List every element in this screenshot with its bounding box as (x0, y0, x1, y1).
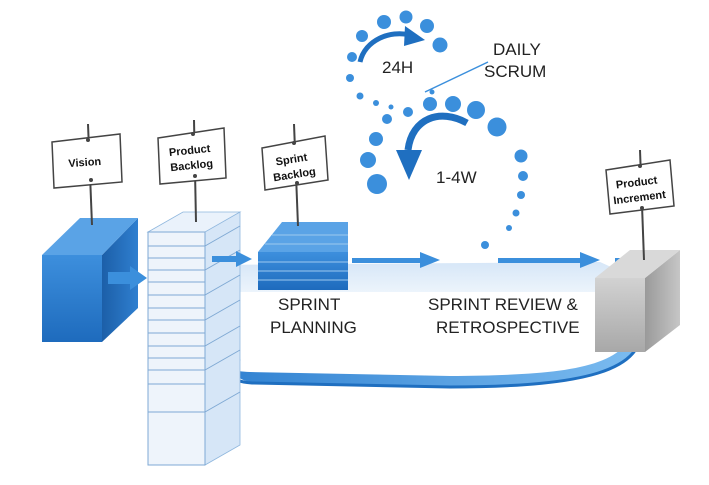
sprint-backlog-sign-line1: Sprint (275, 152, 309, 169)
daily-scrum-label-line1: DAILY (493, 40, 541, 59)
sprint-planning-label-line1: SPRINT (278, 295, 340, 314)
cycle-24h-label: 24H (382, 58, 413, 77)
sprint-cycle-dots (360, 96, 528, 249)
daily-scrum-cycle-arrow (357, 26, 425, 63)
sprint-review-label-line2: RETROSPECTIVE (436, 318, 580, 337)
daily-scrum-cycle-dots (346, 10, 448, 110)
vision-to-backlog-arrow (108, 266, 147, 290)
product-backlog-stack (146, 211, 242, 466)
sprint-backlog-sign: Sprint Backlog (261, 123, 329, 227)
product-increment-box (595, 250, 680, 352)
product-backlog-sign: Product Backlog (157, 119, 227, 223)
sprint-review-label-line1: SPRINT REVIEW & (428, 295, 579, 314)
product-increment-sign: Product Increment (605, 149, 675, 261)
sprint-planning-label-line2: PLANNING (270, 318, 357, 337)
vision-sign-label: Vision (68, 156, 102, 170)
product-backlog-sign-line2: Backlog (170, 158, 214, 174)
vision-sign: Vision (51, 123, 123, 226)
cycle-sprint-length-label: 1-4W (436, 168, 477, 187)
sprint-cycle-arrow (396, 112, 469, 180)
daily-scrum-label-line2: SCRUM (484, 62, 546, 81)
vision-cube (42, 218, 138, 342)
sprint-backlog-cube (258, 222, 348, 290)
product-increment-sign-line1: Product (615, 174, 658, 191)
daily-scrum-pointer-line (424, 61, 489, 93)
product-backlog-sign-line1: Product (168, 143, 211, 159)
